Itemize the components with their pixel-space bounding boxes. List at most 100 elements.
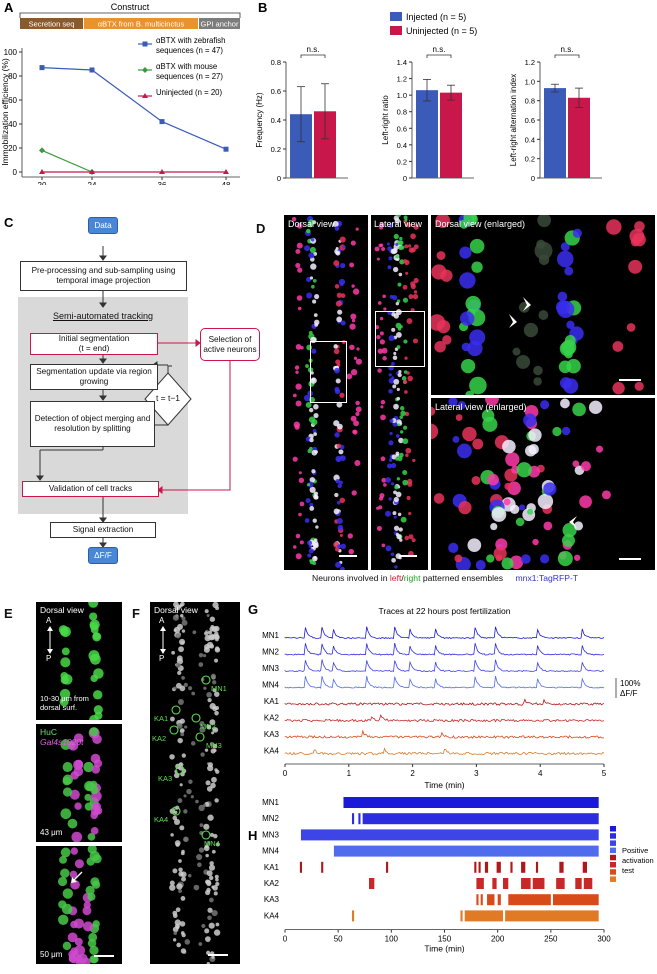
cell-dot [300,346,304,350]
cell-dot [402,469,408,476]
cell-dot [60,628,68,636]
cell-dot [181,876,187,882]
g-trace-line [284,659,605,673]
h-row-label: KA2 [264,879,280,888]
cell-dot [412,338,418,344]
cell-dot [521,554,531,564]
cell-dot [391,312,396,317]
cell-dot [442,335,452,345]
cell-dot [181,629,186,633]
cell-dot [313,403,319,410]
cell-dot [213,749,217,753]
cell-dot [557,291,568,302]
panel-label-b: B [258,0,267,15]
cell-dot [410,281,416,287]
cell-dot [176,722,183,729]
cell-dot [533,377,542,386]
cell-dot [628,259,643,274]
cell-dot [59,688,71,700]
h-legend-label: test [622,866,635,875]
cell-dot [396,387,400,392]
b-bar [544,88,566,178]
lateral-enlarged-image: Lateral view (enlarged) [431,398,655,570]
cell-dot [350,415,357,422]
cell-dot [334,367,340,374]
a-legend-label-2: sequences (n = 27) [156,72,223,81]
cell-dot [395,242,399,247]
cell-dot [204,936,211,942]
cell-dot [308,330,313,335]
a-point-diamond [39,147,45,154]
b-ns-bracket [300,54,326,58]
cell-dot [334,388,341,395]
cell-dot [177,798,183,804]
f-cell-label: KA1 [154,714,168,723]
cell-dot [299,501,305,507]
legend-b-injected: Injected (n = 5) [406,12,466,22]
cell-dot [555,300,570,315]
h-interval-bar [464,910,503,922]
cell-dot [413,224,419,230]
cell-dot [292,456,298,462]
h-interval-bar [299,861,303,873]
cell-dot [187,873,192,878]
cell-dot [210,625,215,629]
cell-dot [467,340,483,357]
cell-dot [406,495,411,500]
cell-dot [557,250,574,268]
cell-dot [388,256,393,261]
cell-dot [206,613,210,618]
cell-dot [355,227,359,231]
cell-dot [355,411,360,417]
cell-dot [178,889,182,893]
cell-dot [178,859,182,863]
cell-dot [385,510,392,517]
cell-dot [61,903,73,915]
cell-dot [214,710,219,716]
cell-dot [177,623,183,630]
lateral-enlarged-label: Lateral view (enlarged) [435,402,527,412]
cell-dot [457,401,466,410]
cell-dot [572,402,586,417]
cell-dot [213,929,221,936]
cell-dot [403,215,408,220]
cell-dot [540,400,550,410]
cell-dot [400,410,406,417]
cell-dot [206,725,212,730]
cell-dot [307,553,312,558]
cell-dot [179,783,183,787]
cell-dot [74,759,84,769]
f-cell-label: MN3 [206,741,222,750]
cell-dot [93,705,103,715]
cell-dot [334,432,340,438]
cell-dot [181,753,186,758]
construct-bracket [19,12,241,18]
cell-dot [210,782,216,789]
cell-dot [334,492,339,498]
cell-dot [183,794,187,798]
cell-dot [175,633,181,639]
a-ytick-label: 20 [8,144,17,153]
cell-dot [172,815,178,821]
cell-dot [408,294,414,300]
panel-label-h: H [248,828,257,843]
cell-dot [335,359,341,365]
cell-dot [62,888,74,899]
cell-dot [401,376,407,381]
caption-slash: / [401,573,404,583]
cell-dot [209,861,214,866]
cell-dot [398,437,404,444]
cell-dot [57,876,68,887]
cell-dot [90,753,101,764]
cell-dot [388,458,393,462]
cell-dot [170,833,174,837]
h-interval-bar [321,861,324,873]
cell-dot [215,705,220,710]
f-p-label: P [159,654,165,663]
cell-dot [340,566,345,570]
g-scalebar-unit: ΔF/F [620,689,637,698]
cell-dot [349,344,355,351]
cell-dot [195,799,199,804]
chart-g: Traces at 22 hours post fertilizationMN1… [262,606,640,790]
cell-dot [59,855,67,864]
